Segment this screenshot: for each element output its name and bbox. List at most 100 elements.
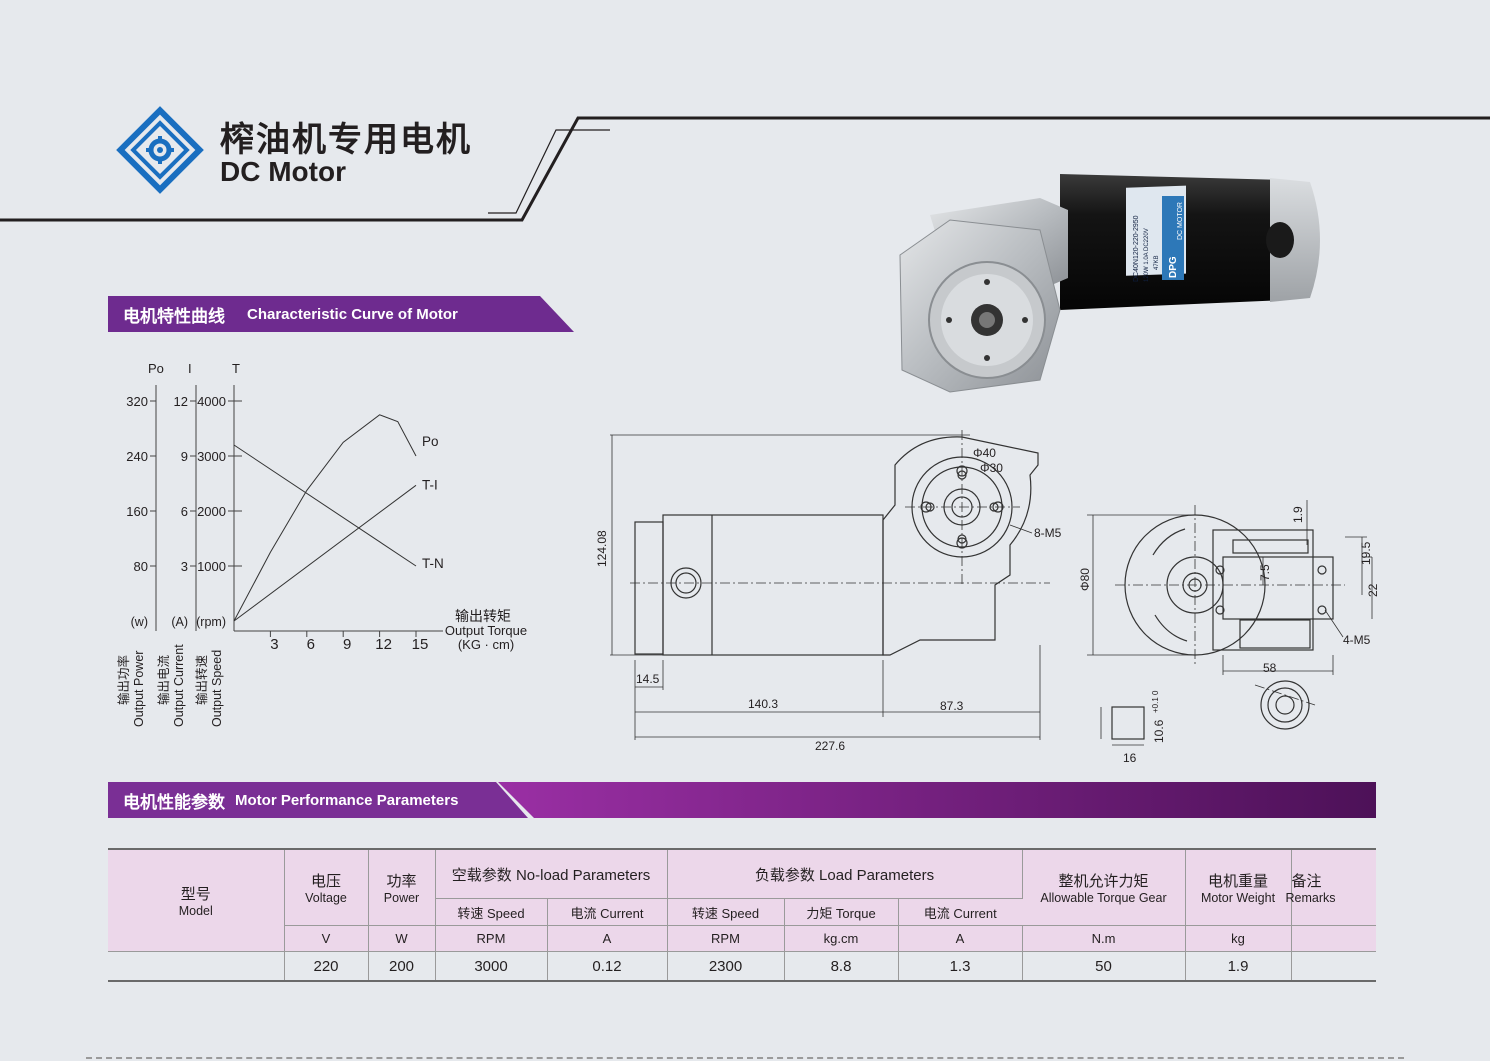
series-line-t-i bbox=[233, 484, 417, 622]
x-axis-label-en: Output Torque bbox=[445, 623, 527, 638]
perf-title-cn: 电机性能参数 bbox=[123, 792, 225, 813]
cell-remarks bbox=[1291, 951, 1376, 982]
sub-torque-load: 力矩 Torque bbox=[784, 898, 899, 926]
x-tick-label: 9 bbox=[343, 636, 351, 653]
dim-flange-inner: Φ30 bbox=[980, 461, 1003, 475]
curve-title-cn: 电机特性曲线 bbox=[123, 306, 225, 327]
power-en: Power bbox=[383, 891, 420, 905]
sub-speed-load: 转速 Speed bbox=[667, 898, 785, 926]
curve-title-en: Characteristic Curve of Motor bbox=[247, 305, 458, 323]
dim-d: 22 bbox=[1366, 583, 1380, 597]
tick-label-po: 320 bbox=[126, 394, 148, 409]
unit-kgcm: kg.cm bbox=[784, 925, 899, 952]
axis-name-en-po: Output Power bbox=[132, 651, 146, 727]
cell-allow: 50 bbox=[1022, 951, 1186, 982]
x-tick-label: 12 bbox=[375, 636, 392, 653]
bottom-divider bbox=[86, 1057, 1404, 1059]
dim-b: 19.5 bbox=[1359, 541, 1373, 565]
axis-label-t: T bbox=[232, 361, 240, 376]
cell-nl-speed: 3000 bbox=[435, 951, 548, 982]
series-line-t-n bbox=[233, 444, 417, 567]
axis-name-cn-t: 输出转速 bbox=[194, 654, 209, 705]
series-label-t-i: T-I bbox=[422, 477, 438, 492]
power-cn: 功率 bbox=[386, 873, 417, 890]
axis-label-po: Po bbox=[148, 361, 164, 376]
series-label-t-n: T-N bbox=[422, 556, 444, 571]
sub-current-noload: 电流 Current bbox=[547, 898, 668, 926]
load-header: 负载参数 Load Parameters bbox=[667, 848, 1023, 899]
dim-flange-outer: Φ40 bbox=[973, 446, 996, 460]
unit-kg: kg bbox=[1185, 925, 1292, 952]
motor-photo: DC40N120-220-2950 120W 1.0A DC220V 47KB … bbox=[899, 174, 1320, 393]
unit-remarks bbox=[1291, 925, 1376, 952]
dim-total-height: 124.08 bbox=[595, 530, 609, 567]
tick-label-t: 1000 bbox=[197, 559, 226, 574]
x-tick-label: 6 bbox=[307, 636, 315, 653]
voltage-cn: 电压 bbox=[310, 873, 341, 890]
dim-motor-len: 140.3 bbox=[748, 697, 778, 711]
dim-width: 58 bbox=[1263, 661, 1277, 675]
axis-unit-po: (w) bbox=[131, 615, 148, 629]
unit-a-load: A bbox=[898, 925, 1023, 952]
axis-name-cn-po: 输出功率 bbox=[116, 655, 131, 705]
tick-label-i: 12 bbox=[174, 394, 188, 409]
tick-label-po: 240 bbox=[126, 449, 148, 464]
x-tick-label: 15 bbox=[412, 636, 429, 653]
curve-section-banner: 电机特性曲线 Characteristic Curve of Motor bbox=[108, 296, 574, 332]
label-type: DC MOTOR bbox=[1177, 202, 1184, 240]
tick-label-i: 9 bbox=[181, 449, 188, 464]
dim-side-dia: Φ80 bbox=[1078, 568, 1092, 591]
technical-drawing-front: 124.08 Φ40 Φ30 8-M5 14.5 140.3 87.3 227.… bbox=[595, 430, 1062, 753]
unit-a-noload: A bbox=[547, 925, 668, 952]
model-cn: 型号 bbox=[180, 886, 211, 903]
dim-shoulder: 14.5 bbox=[636, 672, 660, 686]
dim-gearbox-len: 87.3 bbox=[940, 699, 964, 713]
tick-label-t: 2000 bbox=[197, 504, 226, 519]
tick-label-po: 80 bbox=[134, 559, 148, 574]
cell-nl-current: 0.12 bbox=[547, 951, 668, 982]
perf-section-banner: 电机性能参数 Motor Performance Parameters bbox=[108, 782, 1376, 818]
dim-key-tol: +0.1 0 bbox=[1151, 690, 1160, 713]
unit-rpm-noload: RPM bbox=[435, 925, 548, 952]
dim-total-len: 227.6 bbox=[815, 739, 845, 753]
label-code: 47KB bbox=[1154, 255, 1160, 270]
unit-nm: N.m bbox=[1022, 925, 1186, 952]
axis-label-i: I bbox=[188, 361, 192, 376]
cell-l-torque: 8.8 bbox=[784, 951, 899, 982]
dim-mount-holes: 8-M5 bbox=[1034, 526, 1062, 540]
weight-en: Motor Weight bbox=[1200, 891, 1276, 905]
unit-w: W bbox=[368, 925, 436, 952]
dim-a: 1.9 bbox=[1291, 506, 1305, 523]
label-brand: DPG bbox=[1168, 256, 1179, 278]
axis-unit-i: (A) bbox=[171, 615, 188, 629]
voltage-en: Voltage bbox=[305, 891, 347, 905]
unit-rpm-load: RPM bbox=[667, 925, 785, 952]
tick-label-i: 6 bbox=[181, 504, 188, 519]
series-label-po: Po bbox=[422, 434, 439, 449]
tick-label-po: 160 bbox=[126, 504, 148, 519]
brand-logo bbox=[116, 106, 204, 194]
remarks-cn: 备注 bbox=[1291, 873, 1322, 890]
x-axis-label-cn: 输出转矩 bbox=[455, 608, 511, 624]
label-spec: 120W 1.0A DC220V bbox=[1144, 228, 1150, 282]
cell-model bbox=[108, 951, 285, 982]
cell-l-speed: 2300 bbox=[667, 951, 785, 982]
page-title-cn: 榨油机专用电机 bbox=[220, 120, 472, 160]
cell-power: 200 bbox=[368, 951, 436, 982]
cell-weight: 1.9 bbox=[1185, 951, 1292, 982]
motor-endcap bbox=[634, 521, 664, 655]
allow-en: Allowable Torque Gear bbox=[1040, 891, 1167, 905]
tick-label-t: 3000 bbox=[197, 449, 226, 464]
tick-label-t: 4000 bbox=[197, 394, 226, 409]
cell-l-current: 1.3 bbox=[898, 951, 1023, 982]
technical-drawing-side: Φ80 1.9 19.5 7.5 22 4-M5 58 10.6 +0.1 0 … bbox=[1078, 500, 1380, 765]
dim-key-len: 16 bbox=[1123, 751, 1137, 765]
table-row: 220 200 3000 0.12 2300 8.8 1.3 50 1.9 bbox=[108, 951, 1376, 982]
axis-name-cn-i: 输出电流 bbox=[156, 654, 171, 705]
